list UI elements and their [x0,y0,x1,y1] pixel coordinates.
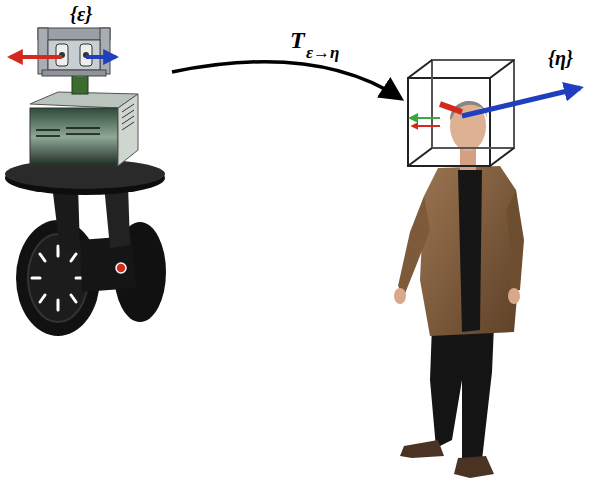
head-frame-axes [410,88,580,126]
robot-frame-label: {ε} [70,4,92,24]
transform-arrow [172,62,400,98]
transform-symbol: T [290,28,305,52]
person [394,101,524,478]
robot [5,28,166,336]
head-frame-cube [408,60,514,166]
transform-subscript: ε→η [306,44,339,61]
head-frame-label: {η} [548,48,573,68]
